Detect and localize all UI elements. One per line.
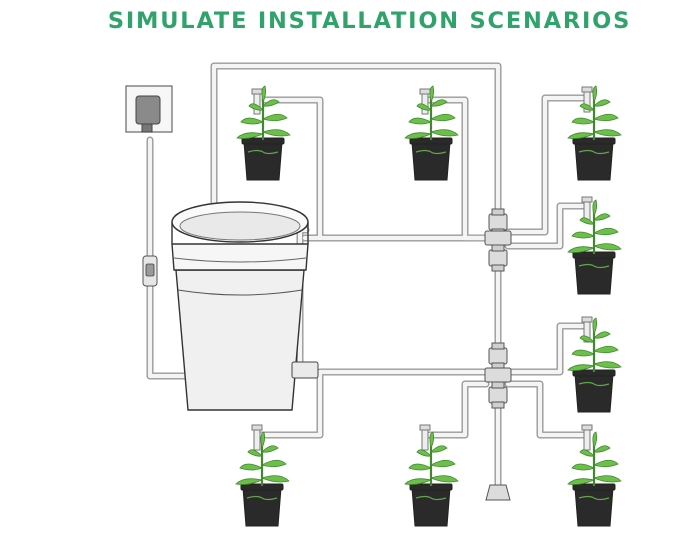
cross-fitting-icon xyxy=(484,230,512,383)
plant-pot-icon xyxy=(566,196,623,296)
plant-pot-icon xyxy=(566,316,623,414)
diagram-title: SIMULATE INSTALLATION SCENARIOS xyxy=(107,8,632,34)
power-adapter-icon xyxy=(125,85,173,133)
plant-pot-icon xyxy=(403,424,460,528)
plant-pot-icon xyxy=(234,424,291,528)
end-plug-icon xyxy=(485,484,511,501)
plant-pot-icon xyxy=(566,424,623,528)
bucket-icon xyxy=(171,201,319,411)
inline-switch-icon xyxy=(142,255,158,287)
